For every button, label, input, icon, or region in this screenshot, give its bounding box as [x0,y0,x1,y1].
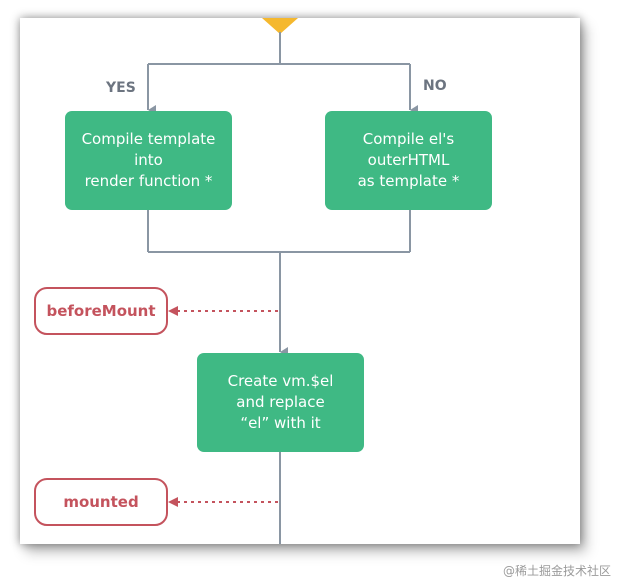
before-mount-hook: beforeMount [34,287,168,335]
mounted-arrowhead [168,497,178,507]
mounted-hook: mounted [34,478,168,526]
yes-label: YES [106,80,136,96]
create-el-node: Create vm.$el and replace “el” with it [197,353,364,452]
watermark: @稀土掘金技术社区 [502,564,611,578]
compile-el-node: Compile el's outerHTML as template * [325,111,492,210]
no-label: NO [423,78,447,94]
before-mount-arrowhead [168,306,178,316]
compile-template-node: Compile template into render function * [65,111,232,210]
decision-diamond [262,18,298,34]
diagram-card [20,18,580,544]
